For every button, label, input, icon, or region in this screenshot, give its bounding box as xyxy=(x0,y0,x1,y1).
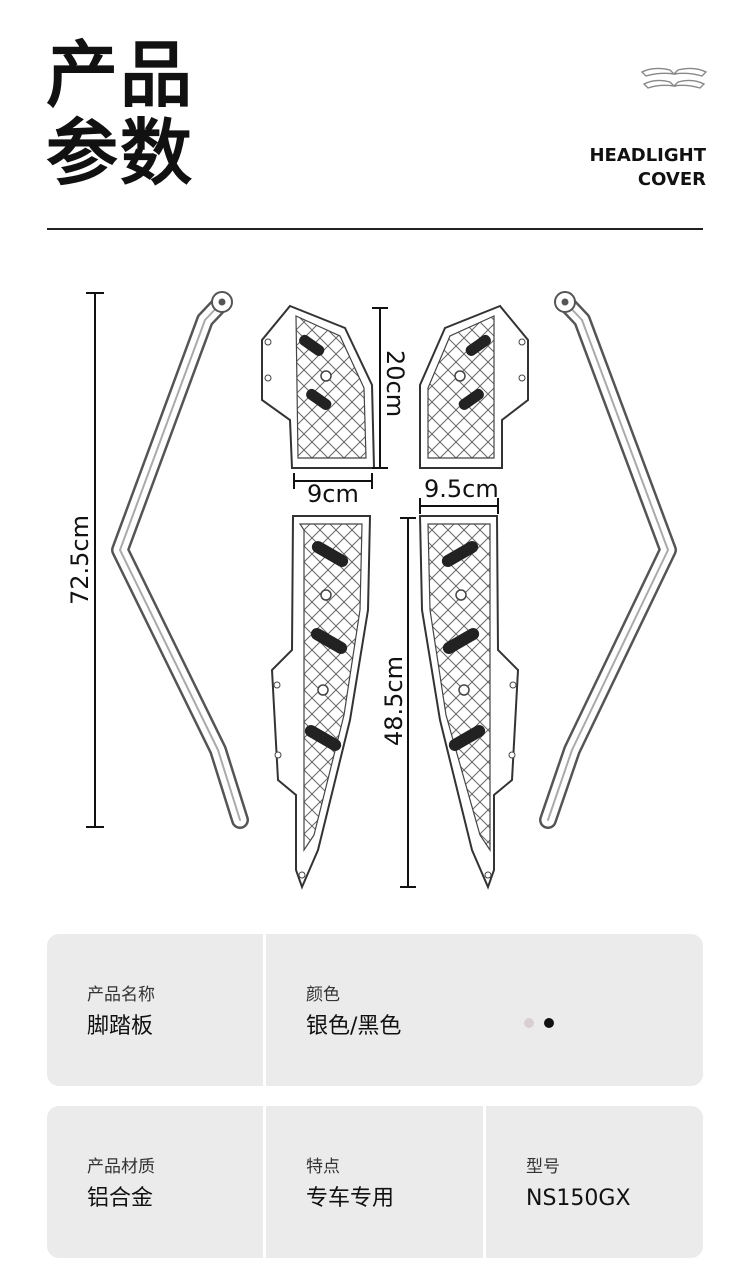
black-swatch[interactable] xyxy=(544,1018,554,1028)
right-side-rail xyxy=(539,291,677,829)
top-left-width-dimension xyxy=(293,473,373,489)
spec-card-1: 产品名称 脚踏板 颜色 银色/黑色 xyxy=(47,934,703,1086)
bottom-right-footboard xyxy=(418,515,520,890)
spec-color: 颜色 银色/黑色 xyxy=(263,934,703,1086)
top-right-footboard xyxy=(419,304,529,469)
bottom-height-dimension xyxy=(400,517,416,888)
color-swatches xyxy=(524,1018,554,1028)
top-left-width-label: 9cm xyxy=(307,480,359,508)
bottom-left-footboard xyxy=(270,515,372,890)
spec-card-2: 产品材质 铝合金 特点 专车专用 型号 NS150GX xyxy=(47,1106,703,1258)
left-side-rail xyxy=(111,291,249,829)
bottom-height-label: 48.5cm xyxy=(380,656,408,746)
top-height-dimension xyxy=(372,307,388,469)
spec-product-name: 产品名称 脚踏板 xyxy=(47,934,263,1086)
model-value: NS150GX xyxy=(526,1186,631,1211)
subtitle-line-1: HEADLIGHT xyxy=(589,145,706,166)
brand-wing-logo-icon xyxy=(640,67,708,89)
top-height-label: 20cm xyxy=(381,350,409,417)
product-name-label: 产品名称 xyxy=(87,985,155,1005)
total-height-label: 72.5cm xyxy=(66,515,94,605)
spec-material: 产品材质 铝合金 xyxy=(47,1106,263,1258)
color-value: 银色/黑色 xyxy=(306,1014,402,1039)
subtitle: HEADLIGHT COVER xyxy=(589,144,706,192)
title-line-1: 产品 xyxy=(46,33,195,117)
material-label: 产品材质 xyxy=(87,1157,155,1177)
top-right-width-label: 9.5cm xyxy=(424,475,499,503)
color-label: 颜色 xyxy=(306,985,340,1005)
model-label: 型号 xyxy=(526,1157,560,1177)
top-left-footboard xyxy=(261,304,376,469)
total-height-dimension xyxy=(86,292,104,828)
material-value: 铝合金 xyxy=(87,1186,154,1211)
product-dimension-diagram: 72.5cm 20cm xyxy=(66,291,677,890)
feature-value: 专车专用 xyxy=(306,1186,395,1211)
spec-model: 型号 NS150GX xyxy=(483,1106,703,1258)
title-line-2: 参数 xyxy=(46,111,195,195)
feature-label: 特点 xyxy=(306,1157,340,1177)
silver-swatch[interactable] xyxy=(524,1018,534,1028)
page-title: 产品 参数 xyxy=(46,36,194,192)
subtitle-line-2: COVER xyxy=(637,169,706,190)
header-divider xyxy=(47,228,703,230)
spec-feature: 特点 专车专用 xyxy=(263,1106,483,1258)
top-right-width-dimension xyxy=(419,498,499,514)
product-name-value: 脚踏板 xyxy=(87,1014,154,1039)
